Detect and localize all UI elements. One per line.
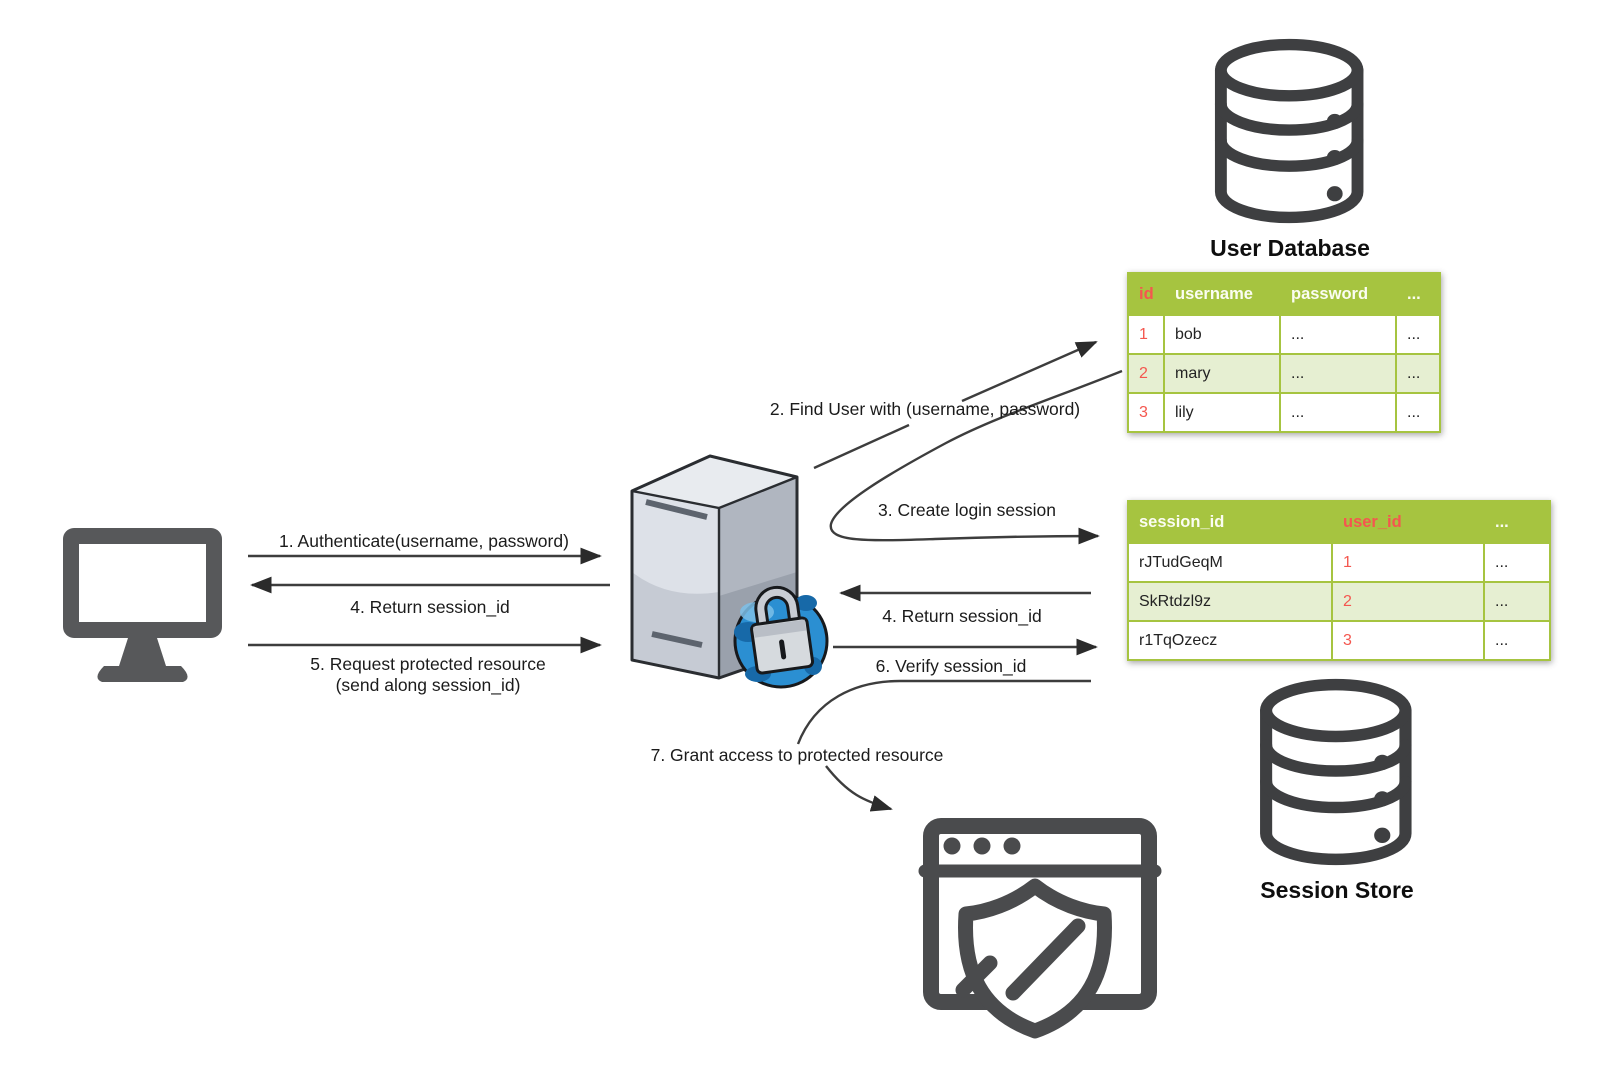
column-header: password xyxy=(1279,272,1397,316)
session-table: session_id user_id ... rJTudGeqM 1 ... S… xyxy=(1127,500,1551,661)
table-cell: 3 xyxy=(1331,620,1485,661)
step-label-authenticate: 1. Authenticate(username, password) xyxy=(279,531,569,551)
step-label-request-resource: 5. Request protected resource (send alon… xyxy=(310,654,545,696)
arrow-find-user-tail xyxy=(813,423,910,470)
step-label-request-resource-line1: 5. Request protected resource xyxy=(310,654,546,674)
step-label-request-resource-line2: (send along session_id) xyxy=(335,675,521,695)
table-cell: ... xyxy=(1279,353,1397,394)
table-header-row: session_id user_id ... xyxy=(1127,500,1551,544)
column-header: ... xyxy=(1395,272,1441,316)
step-label-create-session: 3. Create login session xyxy=(877,500,1057,520)
arrow-layer xyxy=(248,340,1123,812)
table-cell: SkRtdzl9z xyxy=(1127,581,1333,622)
table-cell: 2 xyxy=(1331,581,1485,622)
table-cell: r1TqOzecz xyxy=(1127,620,1333,661)
column-header: username xyxy=(1163,272,1281,316)
user-table: id username password ... 1 bob ... ... 2… xyxy=(1127,272,1441,433)
arrow-grant-access xyxy=(825,765,893,812)
table-cell: ... xyxy=(1279,392,1397,433)
step-label-verify-session-id: 6. Verify session_id xyxy=(875,656,1027,676)
table-cell: 1 xyxy=(1331,542,1485,583)
table-cell: ... xyxy=(1395,392,1441,433)
table-cell: ... xyxy=(1279,314,1397,355)
table-cell: lily xyxy=(1163,392,1281,433)
arrow-create-session xyxy=(829,369,1123,545)
column-header: id xyxy=(1127,272,1165,316)
table-cell: ... xyxy=(1483,581,1551,622)
table-cell: ... xyxy=(1395,353,1441,394)
column-header: session_id xyxy=(1127,500,1333,544)
table-cell: 2 xyxy=(1127,353,1165,394)
table-row: SkRtdzl9z 2 ... xyxy=(1127,581,1551,622)
table-row: r1TqOzecz 3 ... xyxy=(1127,620,1551,661)
table-row: 1 bob ... ... xyxy=(1127,314,1441,355)
table-cell: mary xyxy=(1163,353,1281,394)
table-cell: ... xyxy=(1395,314,1441,355)
curve-grant-access-tail xyxy=(796,679,1091,745)
table-row: 2 mary ... ... xyxy=(1127,353,1441,394)
session-store-caption: Session Store xyxy=(1260,877,1414,903)
table-row: rJTudGeqM 1 ... xyxy=(1127,542,1551,583)
column-header: user_id xyxy=(1331,500,1485,544)
table-cell: bob xyxy=(1163,314,1281,355)
step-label-grant-access: 7. Grant access to protected resource xyxy=(650,745,944,765)
monitor-icon xyxy=(63,528,222,682)
table-row: 3 lily ... ... xyxy=(1127,392,1441,433)
arrow-find-user-head xyxy=(961,340,1098,403)
user-database-caption: User Database xyxy=(1210,235,1370,261)
table-cell: 1 xyxy=(1127,314,1165,355)
globe-lock-icon xyxy=(733,585,829,689)
table-cell: ... xyxy=(1483,542,1551,583)
browser-shield-icon xyxy=(918,818,1162,1039)
column-header: ... xyxy=(1483,500,1551,544)
step-label-return-session-id-store: 4. Return session_id xyxy=(882,606,1042,626)
table-cell: ... xyxy=(1483,620,1551,661)
table-cell: rJTudGeqM xyxy=(1127,542,1333,583)
user-database-icon xyxy=(1221,45,1358,218)
step-label-return-session-id-client: 4. Return session_id xyxy=(350,597,510,617)
table-cell: 3 xyxy=(1127,392,1165,433)
session-store-icon xyxy=(1266,685,1405,860)
step-label-find-user: 2. Find User with (username, password) xyxy=(769,399,1081,419)
table-header-row: id username password ... xyxy=(1127,272,1441,316)
